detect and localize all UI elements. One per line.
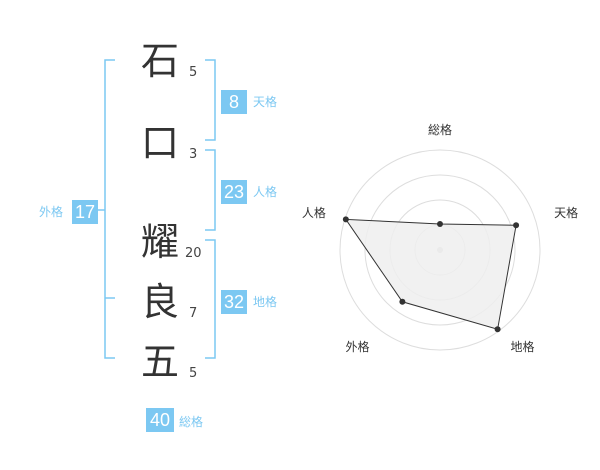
jinkaku-bracket [205, 149, 216, 231]
tenkaku-bracket [205, 59, 216, 141]
gaikaku-value: 17 [72, 200, 98, 224]
name-char-3: 耀 [140, 220, 179, 264]
radar-grid-ring [339, 149, 541, 351]
radar-point-3 [399, 298, 406, 305]
stroke-count-5: 5 [189, 366, 198, 381]
radar-point-1 [513, 222, 520, 229]
chikaku-bracket [205, 239, 216, 359]
name-char-5: 五 [140, 340, 179, 384]
stroke-count-2: 3 [189, 147, 198, 162]
stroke-count-4: 7 [189, 306, 198, 321]
stroke-count-1: 5 [189, 65, 198, 80]
chikaku-value: 32 [221, 290, 247, 314]
name-char-1: 石 [140, 39, 179, 83]
radar-data-polygon [344, 218, 517, 330]
soukaku-label: 総格 [179, 415, 204, 429]
tenkaku-label: 天格 [253, 95, 278, 109]
gaikaku-label: 外格 [39, 205, 64, 219]
radar-axis-label-3: 外格 [345, 339, 369, 354]
radar-grid-ring [364, 174, 516, 326]
radar-point-0 [437, 221, 443, 227]
soukaku-value: 40 [146, 408, 174, 432]
chikaku-label: 地格 [253, 295, 278, 309]
radar-axis-label-1: 天格 [554, 205, 578, 220]
radar-axis-label-2: 地格 [511, 339, 535, 354]
gaikaku-bracket [104, 59, 115, 359]
stroke-count-3: 20 [185, 246, 202, 261]
name-char-4: 良 [140, 280, 179, 324]
name-char-2: 口 [140, 121, 179, 165]
radar-point-2 [494, 326, 501, 333]
tenkaku-value: 8 [221, 90, 247, 114]
radar-axis-label-4: 人格 [302, 205, 326, 220]
jinkaku-value: 23 [221, 180, 247, 204]
radar-point-4 [342, 216, 349, 223]
jinkaku-label: 人格 [253, 185, 278, 199]
radar-axis-label-0: 総格 [428, 122, 452, 137]
